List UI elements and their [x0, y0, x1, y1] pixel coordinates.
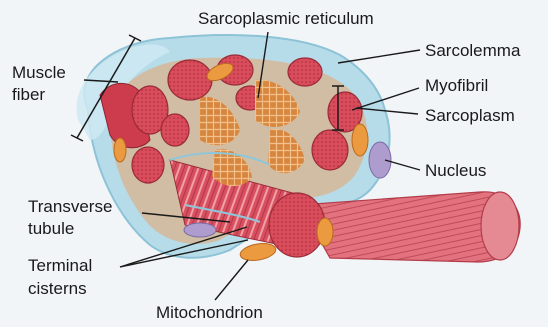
label-transverse-tubule-line2: tubule: [28, 219, 74, 238]
label-mitochondrion: Mitochondrion: [156, 303, 263, 322]
striated-myofibril-end: [269, 193, 325, 257]
label-terminal-cisterns-line1: Terminal: [28, 256, 92, 275]
label-muscle-fiber-line1: Muscle: [12, 63, 66, 82]
label-myofibril: Myofibril: [425, 76, 488, 95]
label-transverse-tubule-line1: Transverse: [28, 197, 112, 216]
label-muscle-fiber-line2: fiber: [12, 85, 45, 104]
label-terminal-cisterns-line2: cisterns: [28, 279, 87, 298]
label-sarcoplasm: Sarcoplasm: [425, 106, 515, 125]
label-sarcolemma: Sarcolemma: [425, 41, 520, 60]
extended-myofibril-end: [481, 192, 519, 260]
label-nucleus: Nucleus: [425, 161, 486, 180]
label-sarcoplasmic-reticulum: Sarcoplasmic reticulum: [198, 9, 374, 28]
